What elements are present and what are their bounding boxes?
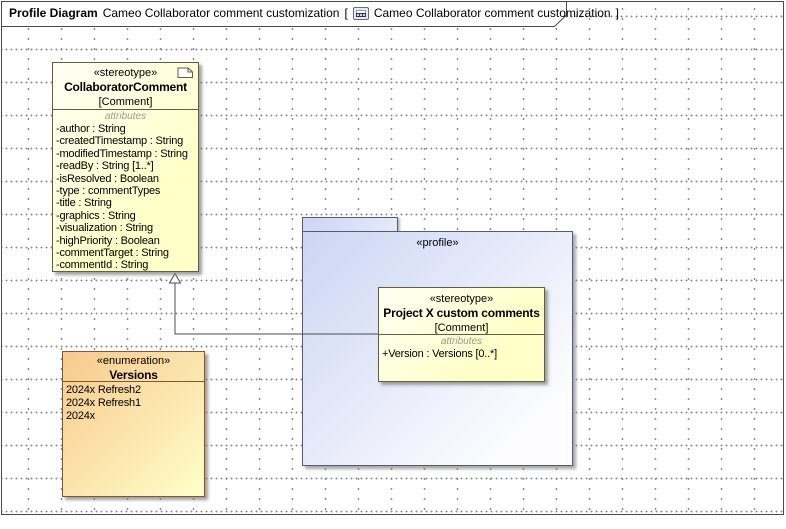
diagram-name-label: Cameo Collaborator comment customization (102, 6, 340, 20)
attribute-row[interactable]: -isResolved : Boolean (56, 172, 159, 185)
metaclass-label: [Comment] (434, 322, 489, 334)
class-header: «stereotype» Project X custom comments [… (379, 288, 544, 334)
bracket-close: ] (615, 6, 619, 20)
profile-stereotype-label: «profile» (416, 237, 459, 249)
enum-literal[interactable]: 2024x (66, 410, 95, 422)
attributes-compartment: attributes -author : String -createdTime… (53, 109, 198, 272)
bracket-open: [ (344, 6, 348, 20)
metaclass-label: [Comment] (98, 96, 153, 108)
note-icon (177, 67, 193, 78)
stereotype-label: «stereotype» (429, 293, 494, 305)
attribute-row[interactable]: -commentId : String (56, 259, 149, 272)
attribute-row[interactable]: -createdTimestamp : String (56, 135, 184, 148)
class-name[interactable]: CollaboratorComment (64, 80, 187, 94)
enum-literal[interactable]: 2024x Refresh1 (66, 397, 141, 409)
enum-name[interactable]: Versions (109, 368, 158, 382)
attribute-row[interactable]: -visualization : String (56, 222, 153, 235)
diagram-frame-tab: Profile Diagram Cameo Collaborator comme… (1, 1, 619, 28)
profile-package-tab[interactable] (302, 217, 398, 232)
frame-name-label: Cameo Collaborator comment customization (373, 6, 611, 20)
attribute-row[interactable]: -graphics : String (56, 209, 136, 222)
attribute-row[interactable]: +Version : Versions [0..*] (382, 348, 497, 360)
enumeration-stereotype-label: «enumeration» (96, 355, 171, 367)
class-header: «stereotype» CollaboratorComment [Commen… (53, 63, 198, 109)
literals-compartment: 2024x Refresh2 2024x Refresh1 2024x (63, 381, 204, 423)
collaborator-comment-class[interactable]: «stereotype» CollaboratorComment [Commen… (52, 62, 199, 272)
attribute-row[interactable]: -commentTarget : String (56, 247, 169, 260)
enum-literal[interactable]: 2024x Refresh2 (66, 384, 141, 396)
frame-tab-shape (1, 1, 567, 27)
attribute-row[interactable]: -readBy : String [1..*] (56, 160, 154, 173)
versions-enumeration[interactable]: «enumeration» Versions 2024x Refresh2 20… (62, 351, 205, 497)
attributes-label: attributes (440, 336, 483, 347)
profile-diagram-icon (352, 6, 369, 20)
stereotype-label: «stereotype» (93, 67, 158, 79)
attribute-row[interactable]: -title : String (56, 197, 112, 210)
attribute-row[interactable]: -modifiedTimestamp : String (56, 147, 188, 160)
attribute-row[interactable]: -highPriority : Boolean (56, 234, 160, 247)
project-x-class[interactable]: «stereotype» Project X custom comments [… (378, 287, 545, 382)
diagram-type-label: Profile Diagram (9, 6, 98, 20)
class-name[interactable]: Project X custom comments (383, 306, 540, 320)
attribute-row[interactable]: -author : String (56, 123, 126, 135)
attribute-row[interactable]: -type : commentTypes (56, 185, 161, 198)
frame-tab-text: Profile Diagram Cameo Collaborator comme… (9, 6, 619, 20)
attributes-label: attributes (104, 111, 147, 122)
attributes-compartment: attributes +Version : Versions [0..*] (379, 334, 544, 360)
enum-header: «enumeration» Versions (63, 352, 204, 382)
